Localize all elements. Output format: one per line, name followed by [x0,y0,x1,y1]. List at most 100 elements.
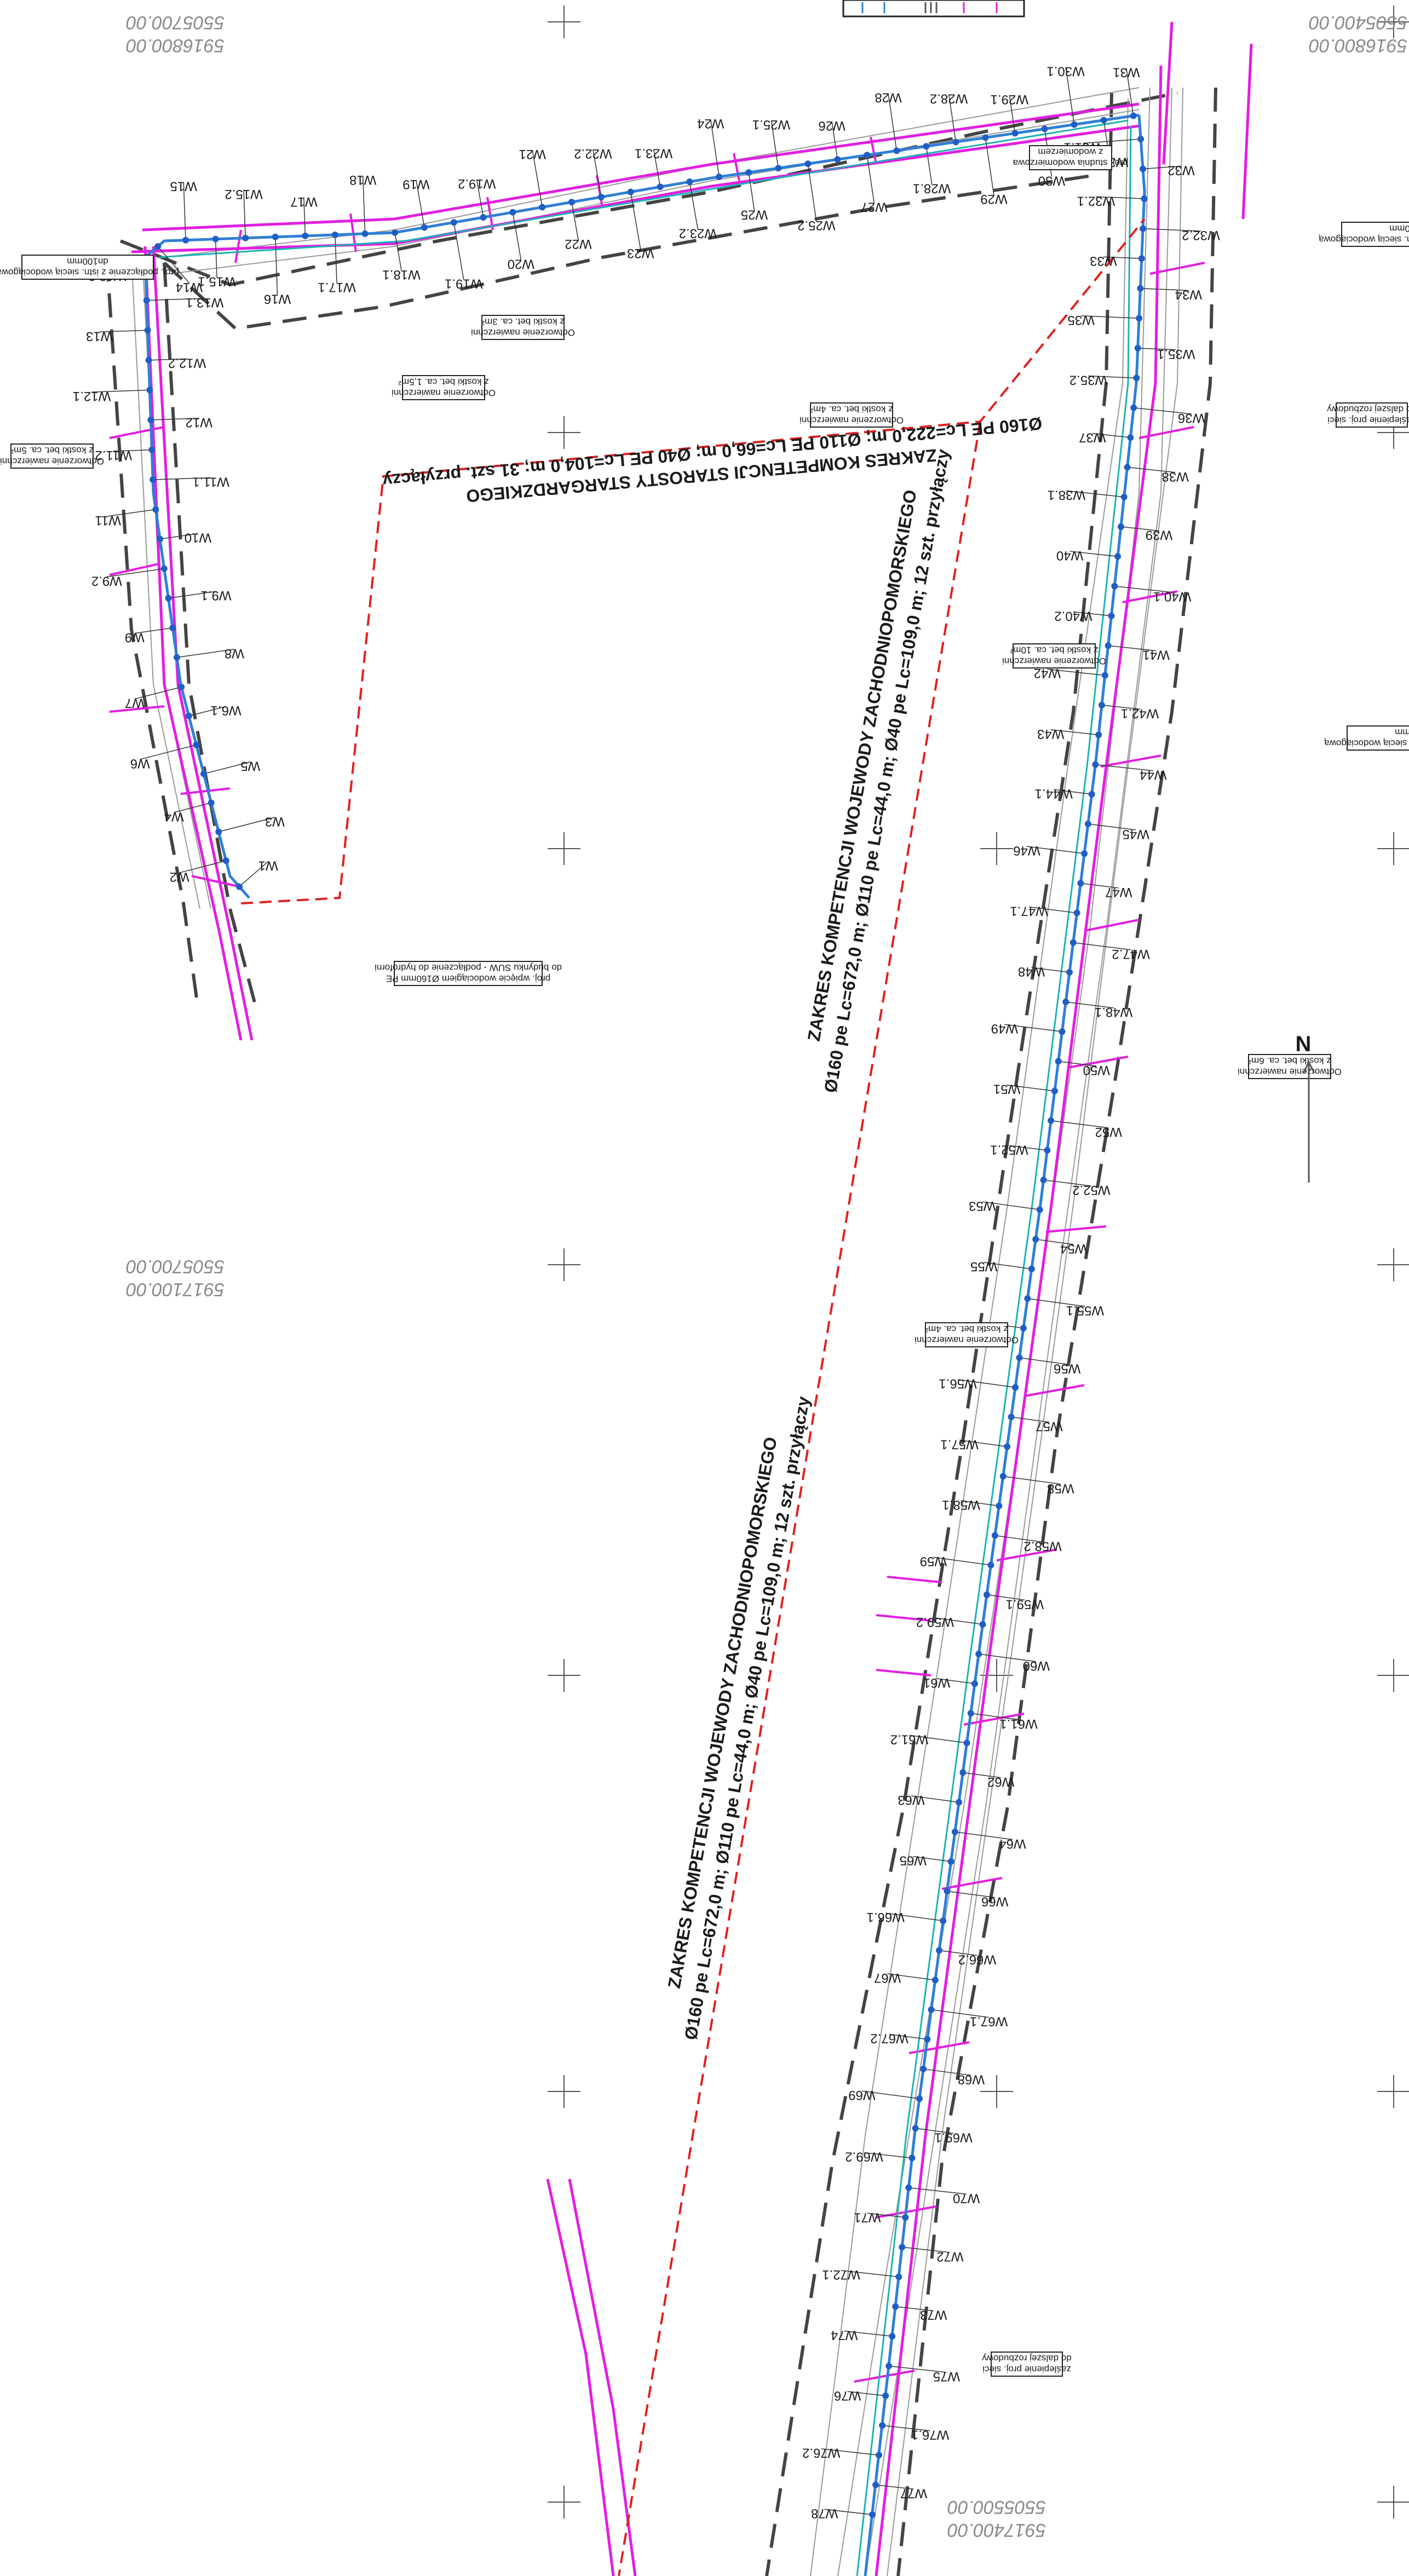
node-marker [1134,344,1141,351]
node-leader-line [925,146,933,185]
node-marker [892,2303,899,2310]
node-marker [539,204,546,211]
node-label: W67.1 [970,2014,1008,2029]
node-label: W51 [993,1082,1020,1097]
node-label: W75 [933,2369,960,2384]
node-label: W36 [1178,411,1205,425]
node-label: W38.1 [1048,487,1085,502]
node-leader-line [1073,611,1112,616]
node-marker [145,356,152,364]
node-marker [1138,255,1145,262]
node-leader-line [954,1831,1013,1840]
node-marker [899,2244,906,2251]
node-marker [193,741,200,748]
annotation-line: do budynku SUW - podłączenie do hydrofor… [375,963,562,973]
node-label: W44.1 [1035,786,1073,801]
node-marker [1130,112,1137,119]
node-leader-line [1011,1416,1050,1423]
node-marker [912,2125,919,2132]
node-leader-line [1081,315,1140,319]
node-marker [924,2036,931,2043]
node-marker [804,160,812,168]
node-leader-line [653,149,661,187]
node-label: W35.2 [1069,373,1107,388]
secondary-line [158,119,1132,2576]
node-label: W56 [1054,1361,1080,1376]
node-label: W61 [923,1675,950,1690]
node-marker [1095,731,1102,739]
annotation-line: proj. wpięcie wodociągiem Ø160mm PE [386,973,550,984]
node-leader-line [1019,1357,1067,1365]
node-leader-line [243,189,246,238]
node-marker [1114,553,1122,560]
node-leader-line [1026,846,1085,854]
annotation-line: Odtworzenie nawierzchni [0,456,104,466]
node-marker [149,476,157,483]
node-marker [963,1739,970,1747]
node-leader-line [931,2009,989,2018]
node-leader-line [571,202,579,240]
node-label: W28 [875,90,901,105]
node-leader-line [1066,1001,1114,1008]
node-marker [1084,820,1091,827]
node-leader-line [867,2212,906,2218]
node-leader-line [864,2152,912,2159]
node-leader-line [1027,1298,1085,1307]
annotation-line: do dalszej rozbudowy [982,2353,1072,2364]
node-label: W4 [164,809,184,824]
node-leader-line [394,232,402,270]
annotation-line: z kostki bet. ca. 5m² [10,445,93,456]
node-leader-line [1120,526,1159,532]
node-leader-line [153,477,211,480]
node-marker [1111,583,1118,590]
node-marker [872,2481,879,2488]
node-marker [1120,493,1128,500]
node-label: W39 [1146,528,1172,543]
node-marker [905,2184,912,2191]
node-marker [392,229,399,236]
node-leader-line [887,1973,935,1981]
node-marker [967,1710,974,1717]
node-leader-line [148,358,187,361]
node-leader-line [174,802,211,813]
node-leader-line [335,234,337,283]
node-marker [1020,1324,1027,1332]
node-label: W46 [1013,843,1040,858]
node-leader-line [984,1261,1032,1270]
node-label: W34 [1175,287,1202,302]
node-marker [1092,761,1099,768]
node-label: W27 [861,199,888,214]
annotation-line: Odtworzenie nawierzchni [471,327,575,338]
node-marker [361,230,369,237]
node-marker [902,2214,909,2221]
node-label: W13.1 [186,295,223,310]
node-leader-line [157,246,190,284]
node-leader-line [1051,1120,1109,1128]
node-marker [302,232,309,239]
node-label: W9.2 [91,574,122,589]
node-leader-line [959,1439,1008,1447]
node-label: W61.1 [999,1716,1037,1731]
node-label: W22.2 [574,146,612,161]
coord-label: 5505700.00 [126,1256,225,1277]
node-leader-line [416,180,425,228]
node-label: W67.2 [870,2031,908,2046]
node-label: W65 [900,1853,927,1868]
node-leader-line [982,1201,1040,1211]
node-leader-line [911,1795,959,1803]
node-leader-line [1114,585,1172,593]
node-marker [657,183,664,191]
node-marker [1081,850,1088,857]
node-label: W19.1 [445,276,482,291]
node-label: W12.1 [73,389,111,404]
node-label: W53 [969,1198,996,1213]
node-label: W19 [402,177,429,192]
competence-boundary [240,218,1146,2576]
node-marker [1062,999,1069,1006]
node-marker [331,231,338,238]
node-marker [1041,125,1048,132]
node-leader-line [902,2246,950,2253]
node-label: W10 [185,531,211,545]
node-leader-line [889,2033,928,2040]
